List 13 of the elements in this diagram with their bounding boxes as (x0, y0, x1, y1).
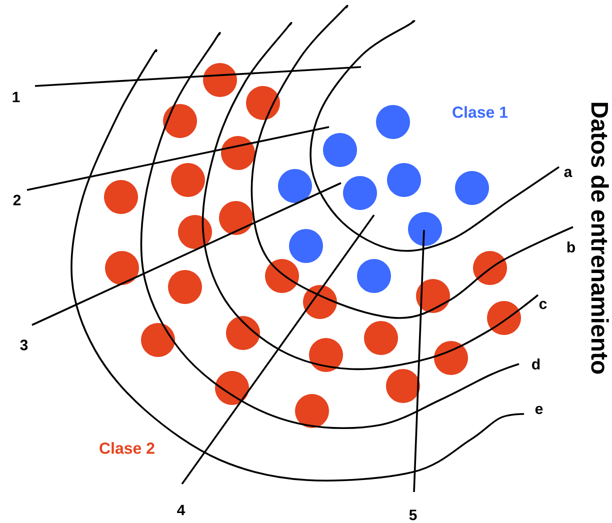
class-label: Clase 1 (452, 106, 508, 118)
title: Datos de entrenamiento (591, 102, 609, 374)
line-number: 4 (177, 504, 186, 516)
line-number: 2 (13, 194, 21, 206)
curve-letter: e (535, 406, 543, 414)
curve-letter: b (567, 242, 575, 252)
curve-letter: a (564, 168, 572, 178)
line-number: 1 (12, 92, 20, 102)
curve-letter: d (532, 358, 540, 370)
line-number: 5 (409, 510, 417, 520)
class-label: Clase 2 (100, 442, 154, 454)
line-number: 3 (20, 340, 28, 350)
curve-letter: c (539, 300, 547, 310)
